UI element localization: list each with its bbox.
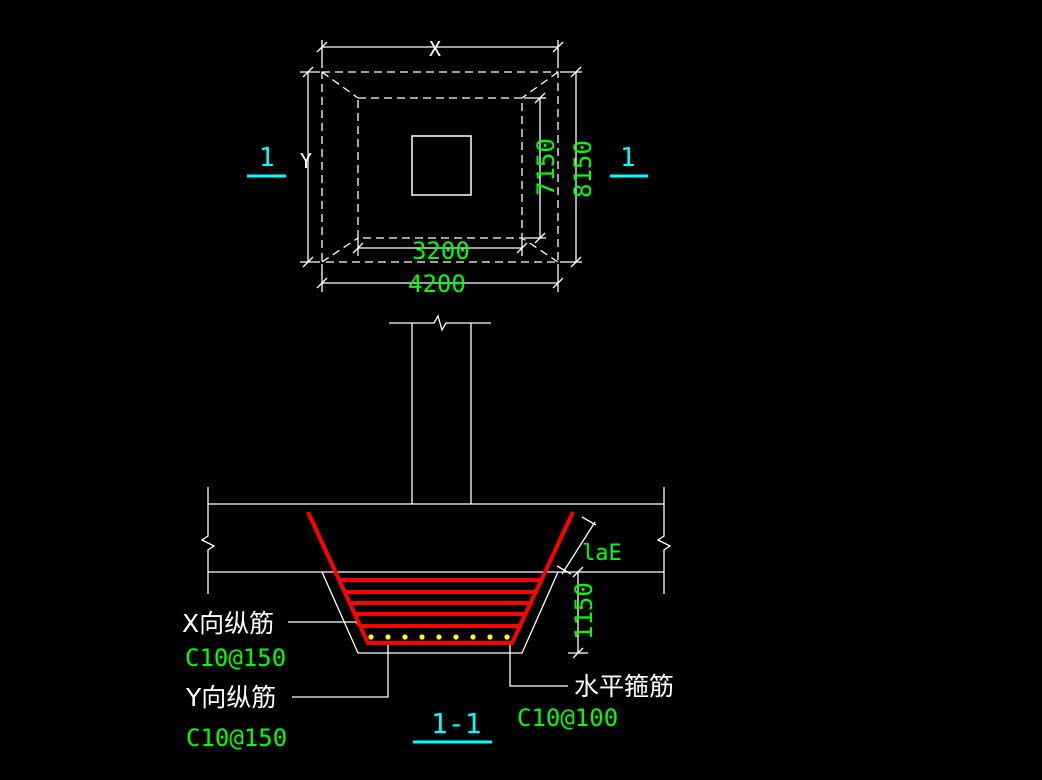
dim-x-label: X bbox=[429, 37, 441, 61]
y-rebar-label: Y向纵筋 bbox=[185, 683, 276, 712]
cap-outline bbox=[321, 571, 559, 654]
rebar-group bbox=[306, 511, 575, 645]
plan-view bbox=[300, 40, 582, 292]
slab-break-right bbox=[656, 487, 672, 594]
plan-inner-outline bbox=[357, 97, 523, 239]
plan-outer-outline bbox=[321, 71, 559, 263]
leader-y-rebar bbox=[292, 641, 389, 698]
section-markers bbox=[247, 174, 648, 744]
column-break-line bbox=[389, 314, 491, 332]
x-rebar-label: X向纵筋 bbox=[182, 609, 274, 638]
plan-diagonal bbox=[521, 71, 559, 99]
rebar-dot bbox=[487, 634, 493, 640]
dim-inner-width: 3200 bbox=[412, 237, 470, 265]
rebar-dot bbox=[436, 634, 442, 640]
lae-label: laE bbox=[582, 541, 622, 566]
depth-dim: 1150 bbox=[570, 582, 598, 640]
leader-stirrup bbox=[509, 641, 568, 687]
rebar-dots bbox=[368, 634, 510, 640]
rebar-dot bbox=[402, 634, 408, 640]
plan-column bbox=[411, 135, 472, 196]
plan-diagonal bbox=[521, 237, 559, 263]
slab-break-left bbox=[200, 487, 216, 594]
plan-diagonal bbox=[321, 237, 359, 263]
dim-outer-height: 8150 bbox=[569, 140, 597, 198]
rebar-outer bbox=[306, 511, 575, 645]
dim-tick bbox=[552, 41, 564, 53]
section-mark-right: 1 bbox=[620, 143, 636, 173]
section-mark-left: 1 bbox=[259, 143, 275, 173]
rebar-dot bbox=[385, 634, 391, 640]
stirrup-label: 水平箍筋 bbox=[574, 672, 674, 701]
rebar-dot bbox=[504, 634, 510, 640]
dim-tick bbox=[302, 256, 314, 268]
rebar-dot bbox=[419, 634, 425, 640]
leader-x-rebar bbox=[288, 621, 367, 637]
stirrup-spec: C10@100 bbox=[517, 704, 618, 732]
dim-tick bbox=[581, 516, 597, 526]
dim-y-label: Y bbox=[300, 149, 312, 173]
rebar-dot bbox=[453, 634, 459, 640]
section-view bbox=[200, 314, 672, 698]
rebar-dot bbox=[470, 634, 476, 640]
dim-tick bbox=[556, 565, 572, 575]
dim-tick bbox=[302, 66, 314, 78]
dim-line bbox=[561, 521, 596, 575]
dim-tick bbox=[316, 41, 328, 53]
dim-tick bbox=[572, 566, 584, 578]
rebar-dot bbox=[368, 634, 374, 640]
section-title: 1-1 bbox=[431, 707, 482, 740]
x-rebar-spec: C10@150 bbox=[185, 644, 286, 672]
plan-diagonal bbox=[321, 71, 359, 99]
y-rebar-spec: C10@150 bbox=[186, 724, 287, 752]
dim-outer-width: 4200 bbox=[408, 270, 466, 298]
dim-inner-height: 7150 bbox=[532, 138, 560, 196]
